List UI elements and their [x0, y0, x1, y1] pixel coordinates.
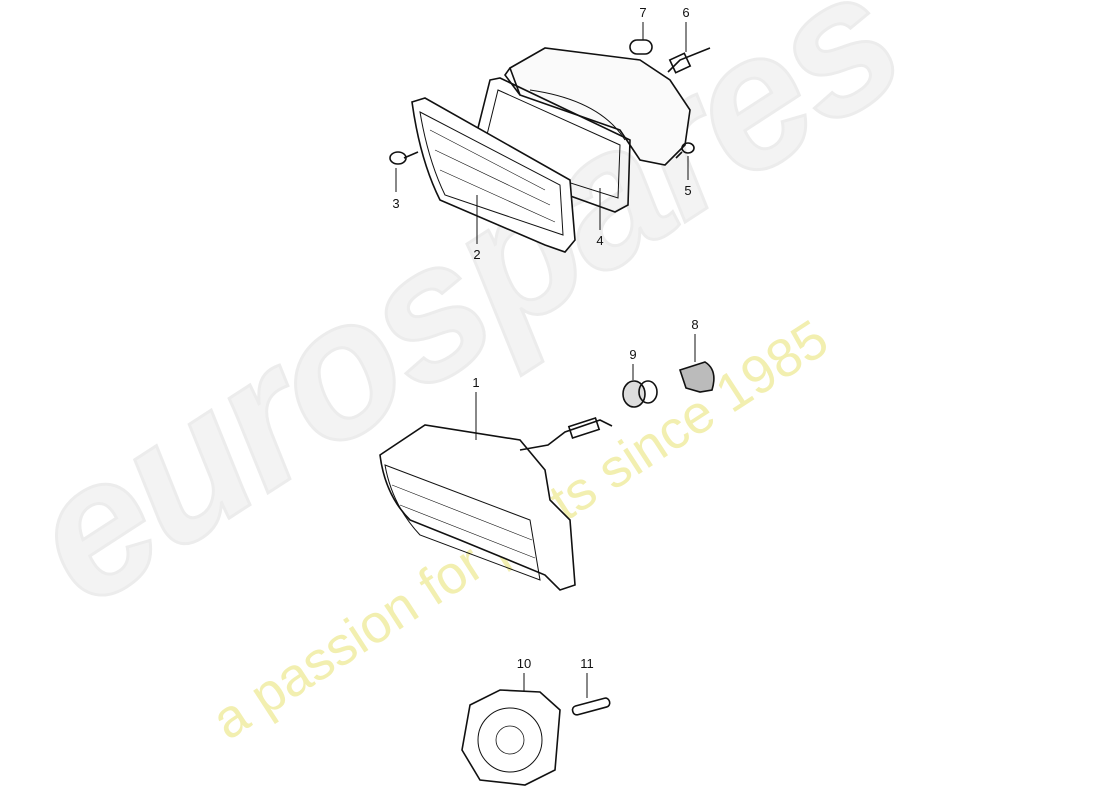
callout-2: 2 — [473, 247, 481, 262]
bulb-holder-6 — [667, 47, 711, 74]
festoon-bulb — [571, 697, 611, 716]
callout-10: 10 — [516, 656, 532, 671]
callout-9: 9 — [629, 347, 637, 362]
callout-11: 11 — [580, 656, 594, 671]
screw-3 — [389, 151, 419, 165]
lens — [411, 97, 576, 253]
callout-7: 7 — [639, 5, 647, 20]
leader-lines — [395, 22, 696, 698]
headlamp-assembly — [379, 416, 613, 591]
callout-4: 4 — [596, 233, 604, 248]
rubber-boot — [678, 361, 715, 393]
callout-3: 3 — [392, 196, 400, 211]
upper-housing — [504, 47, 691, 166]
callout-1: 1 — [472, 375, 480, 390]
callout-6: 6 — [682, 5, 690, 20]
callout-8: 8 — [691, 317, 699, 332]
cap — [622, 380, 658, 408]
callout-5: 5 — [684, 183, 692, 198]
lamp — [461, 689, 561, 786]
bulb-7 — [629, 39, 653, 55]
screw-5 — [675, 142, 695, 159]
